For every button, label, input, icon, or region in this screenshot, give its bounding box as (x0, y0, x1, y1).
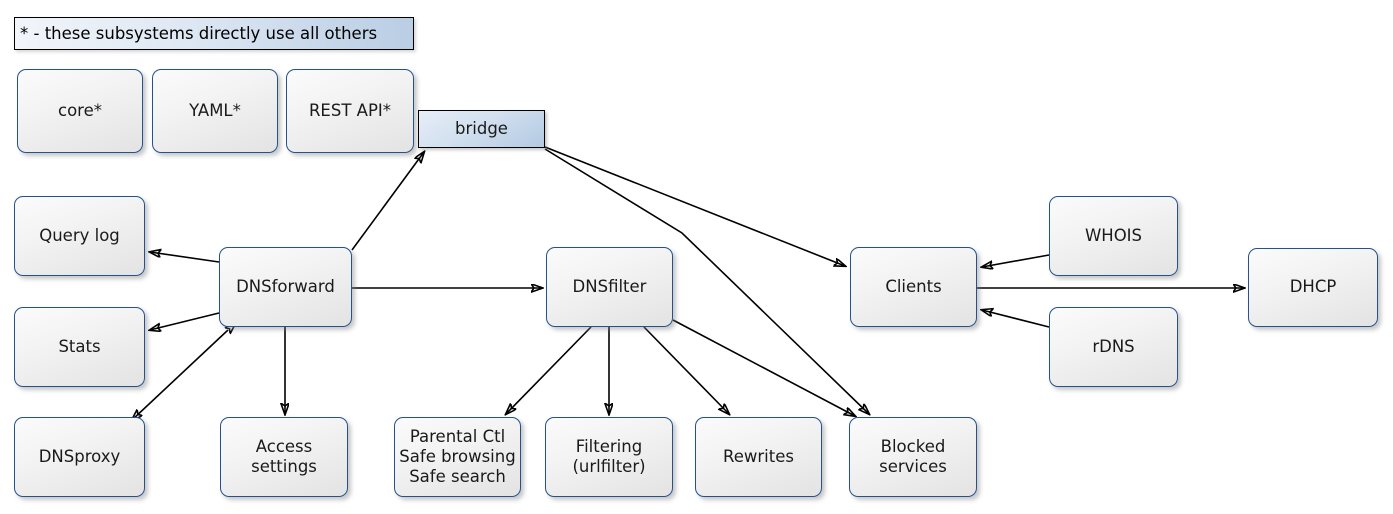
node-stats[interactable]: Stats (14, 307, 145, 387)
node-rest-api[interactable]: REST API* (286, 69, 414, 153)
node-label: DNSfilter (572, 276, 647, 296)
node-clients[interactable]: Clients (850, 247, 977, 327)
node-label: YAML* (189, 100, 241, 120)
node-label: Rewrites (723, 446, 794, 466)
node-dnsfilter[interactable]: DNSfilter (546, 247, 673, 327)
node-label: Clients (885, 276, 942, 296)
edge-dnsfilter-blocked (672, 319, 855, 416)
edge-dnsforward-stats (150, 312, 220, 330)
node-query-log[interactable]: Query log (14, 196, 145, 276)
node-rewrites[interactable]: Rewrites (695, 417, 822, 497)
node-dnsproxy[interactable]: DNSproxy (14, 417, 145, 497)
node-label: Stats (58, 336, 101, 356)
node-dhcp[interactable]: DHCP (1248, 248, 1378, 327)
node-rdns[interactable]: rDNS (1049, 307, 1178, 387)
node-label: DHCP (1289, 277, 1337, 297)
node-bridge[interactable]: bridge (418, 110, 545, 148)
edge-dnsforward-querylog (150, 252, 220, 263)
legend-banner: * - these subsystems directly use all ot… (14, 17, 414, 50)
node-dnsforward[interactable]: DNSforward (219, 247, 352, 327)
node-label: WHOIS (1084, 225, 1143, 245)
node-label: bridge (455, 118, 508, 138)
edge-dnsforward-dnsproxy (132, 330, 228, 420)
node-filtering-urlfilter[interactable]: Filtering(urlfilter) (545, 417, 673, 497)
node-label: Filtering(urlfilter) (572, 436, 646, 476)
node-core[interactable]: core* (17, 69, 143, 153)
edge-rdns-clients (982, 310, 1050, 328)
edge-dnsforward-bridge (351, 152, 424, 251)
node-yaml[interactable]: YAML* (152, 69, 278, 153)
node-label: Query log (39, 225, 120, 245)
node-label: DNSforward (236, 276, 335, 296)
legend-text: * - these subsystems directly use all ot… (20, 24, 378, 43)
edge-dnsfilter-rewrites (643, 326, 729, 414)
edge-dnsfilter-parental (506, 326, 592, 414)
node-label: REST API* (308, 100, 392, 120)
node-whois[interactable]: WHOIS (1049, 196, 1178, 276)
node-label: core* (58, 100, 102, 120)
node-label: rDNS (1092, 336, 1135, 356)
edge-whois-clients (982, 254, 1050, 267)
node-label: DNSproxy (38, 446, 121, 466)
